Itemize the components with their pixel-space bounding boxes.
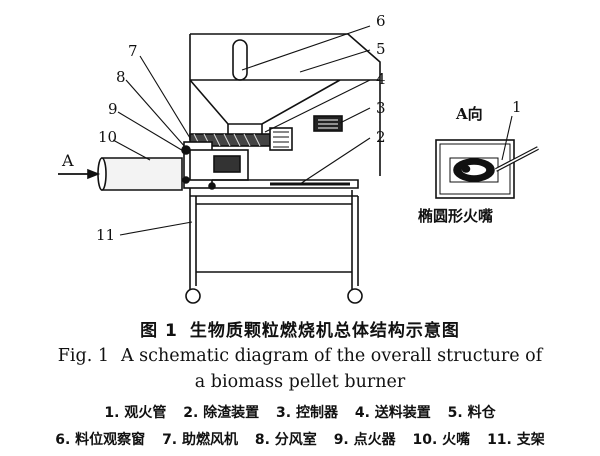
callout-9: 9 bbox=[108, 100, 118, 118]
figure-caption-en-line2: a biomass pellet burner bbox=[0, 372, 600, 392]
hopper-funnel bbox=[189, 79, 380, 125]
figure-title-en-1: A schematic diagram of the overall struc… bbox=[120, 346, 543, 366]
legend-item: 9. 点火器 bbox=[333, 432, 396, 448]
nozzle-caption: 椭圆形火嘴 bbox=[418, 207, 493, 225]
hopper bbox=[189, 33, 381, 176]
callout-10: 10 bbox=[98, 128, 117, 146]
legend-item: 3. 控制器 bbox=[276, 405, 338, 421]
elliptical-nozzle-view bbox=[435, 139, 539, 199]
legend-item: 7. 助燃风机 bbox=[162, 432, 238, 448]
nozzle-tube bbox=[101, 157, 183, 191]
stand bbox=[185, 188, 363, 304]
legend-item: 8. 分风室 bbox=[254, 432, 317, 448]
callout-2: 2 bbox=[376, 128, 386, 146]
legend-item: 10. 火嘴 bbox=[412, 432, 471, 448]
callout-5: 5 bbox=[376, 40, 386, 58]
view-a-label: A向 bbox=[455, 105, 483, 123]
figure-caption-en-line1: Fig. 1 A schematic diagram of the overall… bbox=[0, 346, 600, 366]
legend-item: 2. 除渣装置 bbox=[183, 405, 260, 421]
legend-item: 5. 料仓 bbox=[447, 405, 496, 421]
callout-6: 6 bbox=[376, 12, 386, 30]
feed-motor bbox=[269, 127, 293, 151]
figure-number-cn: 图 1 bbox=[140, 321, 178, 341]
callout-7: 7 bbox=[128, 42, 138, 60]
legend-item: 11. 支架 bbox=[487, 432, 545, 448]
callout-11: 11 bbox=[96, 226, 115, 244]
figure-title-cn: 生物质颗粒燃烧机总体结构示意图 bbox=[189, 321, 460, 341]
callout-3: 3 bbox=[376, 99, 386, 117]
legend-row-1: 1. 观火管 2. 除渣装置 3. 控制器 4. 送料装置 5. 料仓 bbox=[0, 402, 600, 422]
callout-8: 8 bbox=[116, 68, 126, 86]
callout-1: 1 bbox=[512, 98, 522, 116]
legend-item: 1. 观火管 bbox=[104, 405, 167, 421]
arrow-a-label: A bbox=[61, 151, 74, 170]
level-observation-window bbox=[232, 39, 248, 81]
legend-row-2: 6. 料位观察窗 7. 助燃风机 8. 分风室 9. 点火器 10. 火嘴 11… bbox=[0, 429, 600, 449]
slag-removal-tray bbox=[212, 179, 359, 189]
figure-caption-cn: 图 1 生物质颗粒燃烧机总体结构示意图 bbox=[0, 316, 600, 341]
callout-4: 4 bbox=[376, 70, 386, 88]
legend-item: 4. 送料装置 bbox=[354, 405, 431, 421]
figure-title-en-2: a biomass pellet burner bbox=[194, 372, 406, 392]
figure-number-en: Fig. 1 bbox=[57, 346, 109, 366]
legend-item: 6. 料位观察窗 bbox=[55, 432, 146, 448]
burner-schematic: 1 2 3 4 5 6 7 8 9 10 11 A A向 椭圆形火嘴 bbox=[58, 12, 539, 304]
